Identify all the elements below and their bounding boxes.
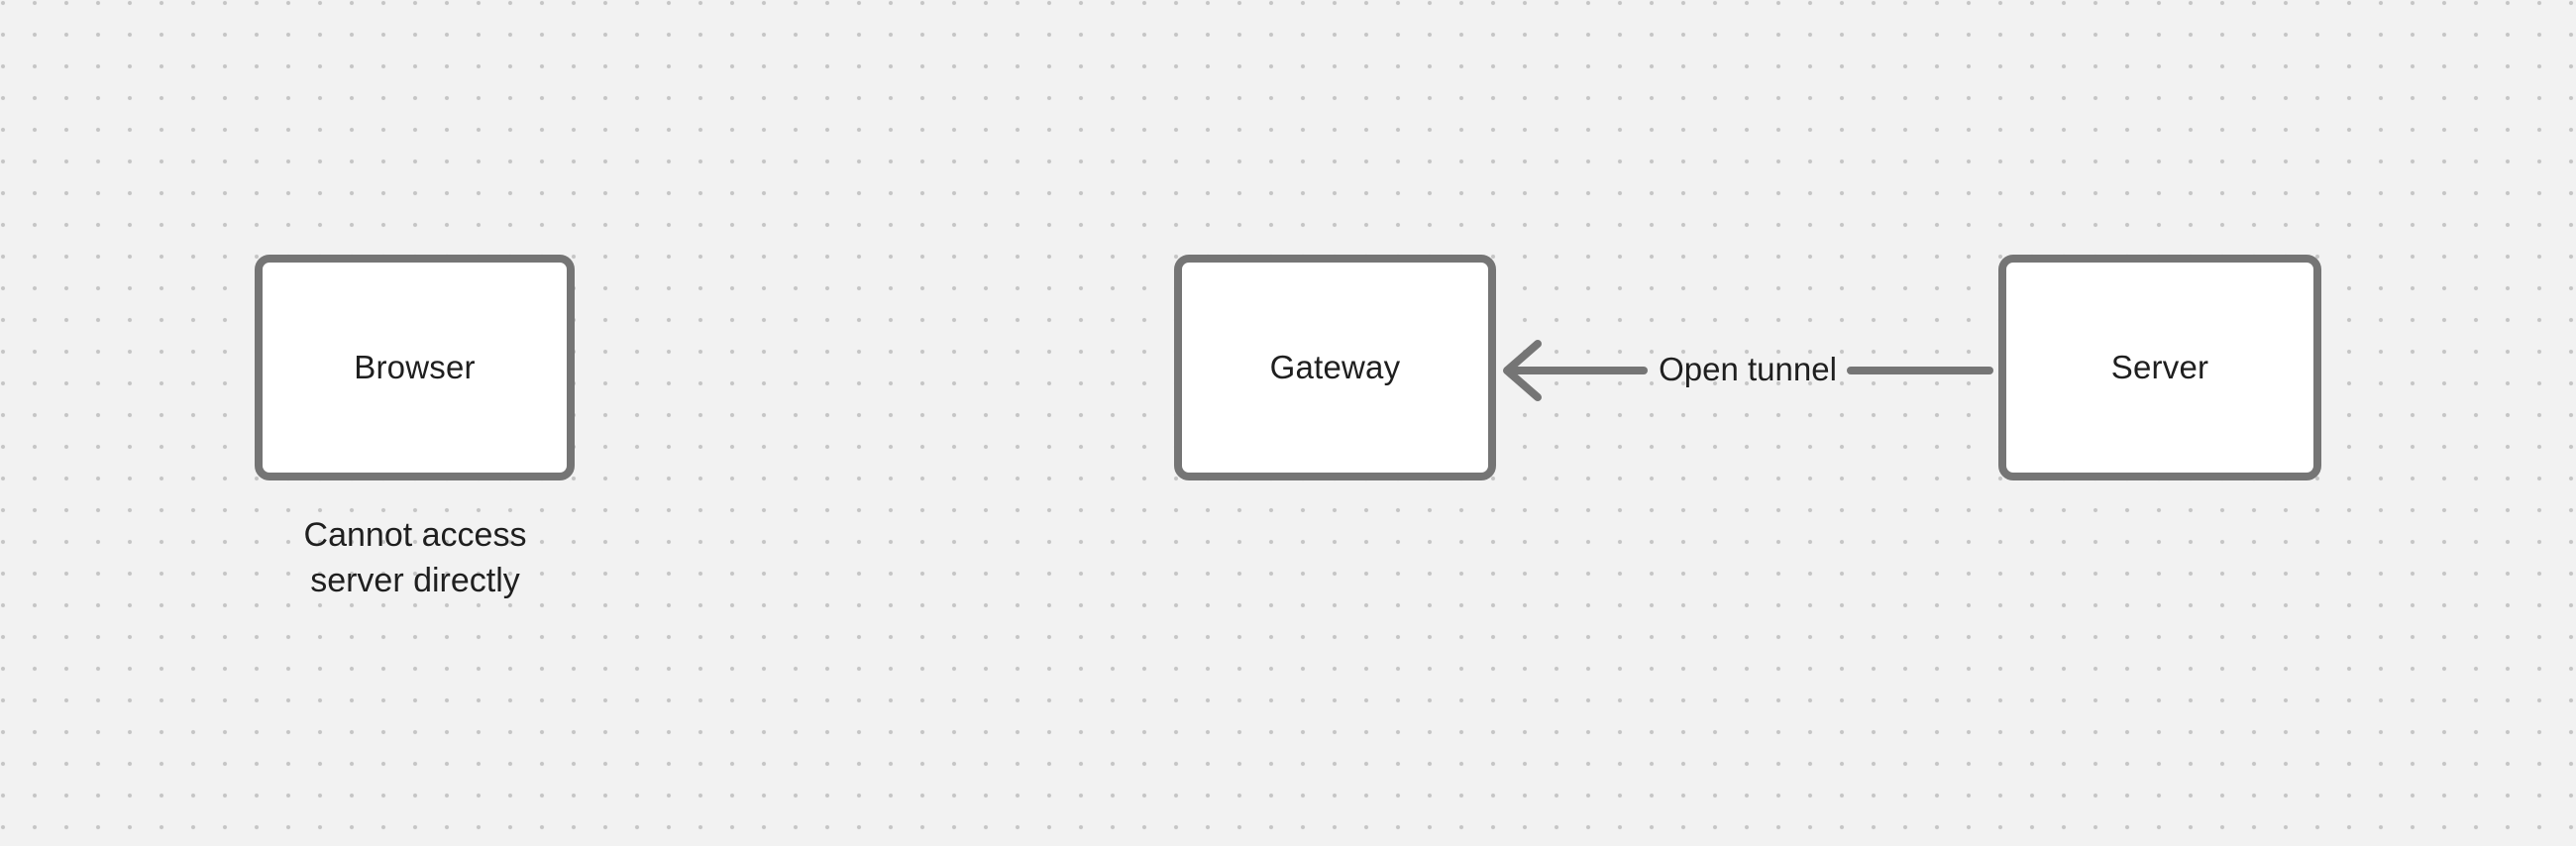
node-browser[interactable]: Browser <box>255 255 575 480</box>
arrow-label[interactable]: Open tunnel <box>1659 351 1837 387</box>
caption-line-1: Cannot access <box>303 516 527 554</box>
node-server[interactable]: Server <box>1998 255 2321 480</box>
caption-line-2: server directly <box>310 562 520 599</box>
node-gateway-label: Gateway <box>1269 349 1401 385</box>
caption-browser-note[interactable]: Cannot access server directly <box>304 512 527 603</box>
node-browser-label: Browser <box>354 349 476 385</box>
bottom-edge-strip <box>0 846 2576 851</box>
node-server-label: Server <box>2110 349 2209 385</box>
node-gateway[interactable]: Gateway <box>1174 255 1496 480</box>
